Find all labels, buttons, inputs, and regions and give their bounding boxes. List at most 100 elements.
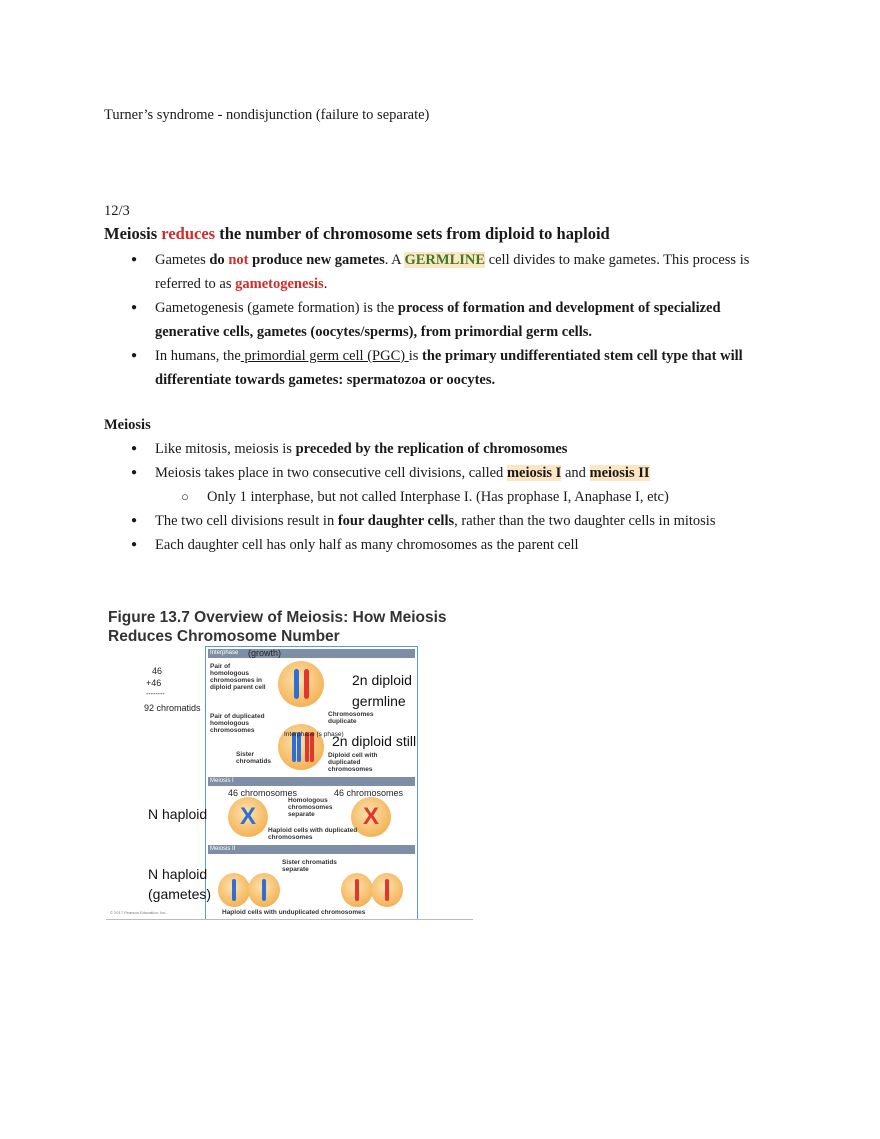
label-haploid-duplicated: Haploid cells with duplicated chromosome… bbox=[268, 827, 358, 841]
figure-title-line: Reduces Chromosome Number bbox=[108, 628, 340, 645]
bullet-icon: ● bbox=[131, 539, 138, 550]
text: gametogenesis bbox=[235, 276, 324, 292]
heading-post: the number of chromosome sets from diplo… bbox=[215, 224, 610, 243]
annotation-46-chromosomes-right: 46 chromosomes bbox=[334, 788, 404, 798]
text: the primary undifferentiated stem cell t… bbox=[422, 348, 743, 364]
annotation-2n-diploid-still: 2n diploid still bbox=[332, 733, 417, 749]
text: not bbox=[228, 252, 249, 268]
text: do bbox=[209, 252, 229, 268]
meiosis-bullets: ● Like mitosis, meiosis is preceded by t… bbox=[104, 437, 784, 557]
chromosome-blue bbox=[232, 879, 236, 901]
meiosis-i-cell-right bbox=[351, 797, 391, 837]
text: Each daughter cell has only half as many… bbox=[155, 537, 579, 553]
annotation-germline: germline bbox=[352, 693, 406, 709]
text: Only 1 interphase, but not called Interp… bbox=[207, 489, 669, 505]
figure-title: Figure 13.7 Overview of Meiosis: How Mei… bbox=[108, 608, 447, 646]
list-item: ● Each daughter cell has only half as ma… bbox=[104, 533, 784, 557]
figure-title-line: Figure 13.7 Overview of Meiosis: How Mei… bbox=[108, 609, 447, 626]
text: referred to as bbox=[155, 276, 236, 292]
date-label: 12/3 bbox=[104, 203, 130, 219]
meiosis-heading: Meiosis bbox=[104, 417, 151, 433]
chromosome-red bbox=[304, 669, 309, 699]
chromatid-blue bbox=[297, 732, 301, 762]
annotation-n-haploid-gametes: N haploid bbox=[148, 866, 208, 882]
copyright-text: © 2017 Pearson Education, Inc. bbox=[110, 910, 167, 915]
section-heading: Meiosis reduces the number of chromosome… bbox=[104, 224, 610, 244]
text: preceded by the replication of chromosom… bbox=[295, 441, 568, 457]
text: primordial germ cell (PGC) bbox=[240, 348, 409, 364]
list-item: ○ Only 1 interphase, but not called Inte… bbox=[104, 485, 784, 509]
parent-cell bbox=[278, 661, 324, 707]
circle-bullet-icon: ○ bbox=[181, 489, 189, 504]
meiosis-figure: Figure 13.7 Overview of Meiosis: How Mei… bbox=[106, 606, 473, 924]
text: cell divides to make gametes. This proce… bbox=[485, 252, 750, 268]
list-item: ● The two cell divisions result in four … bbox=[104, 509, 784, 533]
text: Like mitosis, meiosis is bbox=[155, 441, 296, 457]
list-item: ● Meiosis takes place in two consecutive… bbox=[104, 461, 784, 485]
diagram-panel: Interphase Meiosis I Meiosis II X X Pair… bbox=[205, 646, 418, 920]
list-item: ● Gametogenesis (gamete formation) is th… bbox=[104, 296, 784, 344]
interphase-bar: Interphase bbox=[208, 649, 415, 658]
annotation-46-chromosomes-left: 46 chromosomes bbox=[228, 788, 298, 798]
text: The two cell divisions result in bbox=[155, 513, 338, 529]
meiosis-i-cell-left bbox=[228, 797, 268, 837]
text: generative cells, gametes (oocytes/sperm… bbox=[155, 324, 593, 340]
text: is bbox=[408, 348, 422, 364]
annotation-n-haploid: N haploid bbox=[148, 806, 208, 822]
list-item: ● In humans, the primordial germ cell (P… bbox=[104, 344, 784, 392]
text: four daughter cells bbox=[337, 513, 455, 529]
figure-divider bbox=[106, 919, 473, 920]
bullet-icon: ● bbox=[131, 254, 138, 265]
text: produce new gametes bbox=[248, 252, 385, 268]
chromosome-red bbox=[385, 879, 389, 901]
chromatid-red bbox=[310, 732, 314, 762]
meiosis-ii-highlight: meiosis II bbox=[589, 465, 650, 481]
meiosis-i-bar: Meiosis I bbox=[208, 777, 415, 786]
chromosome-red bbox=[355, 879, 359, 901]
annotation-plus-46: +46 bbox=[146, 678, 162, 688]
x-chromosome-blue-icon: X bbox=[240, 803, 257, 830]
label-homologous-separate: Homologous chromosomes separate bbox=[288, 797, 333, 818]
chromosome-blue bbox=[262, 879, 266, 901]
label-sister-separate: Sister chromatids separate bbox=[282, 859, 337, 873]
chromatid-red bbox=[305, 732, 309, 762]
bullet-icon: ● bbox=[131, 302, 138, 313]
label-pair-homologous: Pair of homologous chromosomes in diploi… bbox=[210, 663, 266, 691]
text: Gametogenesis (gamete formation) is the bbox=[155, 300, 398, 316]
annotation-46: 46 bbox=[152, 666, 163, 676]
germline-highlight: GERMLINE bbox=[404, 252, 486, 268]
label-pair-duplicated: Pair of duplicated homologous chromosome… bbox=[210, 713, 265, 734]
text: , rather than the two daughter cells in … bbox=[454, 513, 716, 529]
annotation-dash: -------- bbox=[146, 691, 165, 698]
text: differentiate towards gametes: spermatoz… bbox=[155, 372, 496, 388]
text: Meiosis takes place in two consecutive c… bbox=[155, 465, 507, 481]
meiosis-i-highlight: meiosis I bbox=[506, 465, 562, 481]
meiosis-ii-bar: Meiosis II bbox=[208, 845, 415, 854]
chromosome-blue bbox=[294, 669, 299, 699]
annotation-92-chromatids: 92 chromatids bbox=[144, 703, 201, 713]
text: In humans, the bbox=[155, 348, 241, 364]
heading-red-word: reduces bbox=[161, 224, 216, 243]
label-sister-chromatids: Sister chromatids bbox=[236, 751, 272, 765]
turner-note: Turner’s syndrome - nondisjunction (fail… bbox=[104, 107, 430, 123]
label-diploid-duplicated: Diploid cell with duplicated chromosomes bbox=[328, 752, 378, 773]
text: Gametes bbox=[155, 252, 210, 268]
list-item: ● Gametes do not produce new gametes. A … bbox=[104, 248, 784, 296]
duplicated-cell bbox=[278, 724, 324, 770]
heading-pre: Meiosis bbox=[104, 224, 162, 243]
bullet-icon: ● bbox=[131, 515, 138, 526]
label-haploid-unduplicated: Haploid cells with unduplicated chromoso… bbox=[222, 909, 366, 916]
label-growth: (growth) bbox=[248, 648, 282, 658]
text: and bbox=[561, 465, 590, 481]
chromatid-blue bbox=[292, 732, 296, 762]
text: process of formation and development of … bbox=[397, 300, 721, 316]
bullet-icon: ● bbox=[131, 443, 138, 454]
list-item: ● Like mitosis, meiosis is preceded by t… bbox=[104, 437, 784, 461]
annotation-2n-diploid: 2n diploid bbox=[352, 672, 412, 688]
annotation-gametes: (gametes) bbox=[148, 886, 212, 902]
bullet-icon: ● bbox=[131, 350, 138, 361]
text: . bbox=[323, 276, 328, 292]
x-chromosome-red-icon: X bbox=[363, 803, 380, 830]
gamete-bullets: ● Gametes do not produce new gametes. A … bbox=[104, 248, 784, 392]
bullet-icon: ● bbox=[131, 467, 138, 478]
